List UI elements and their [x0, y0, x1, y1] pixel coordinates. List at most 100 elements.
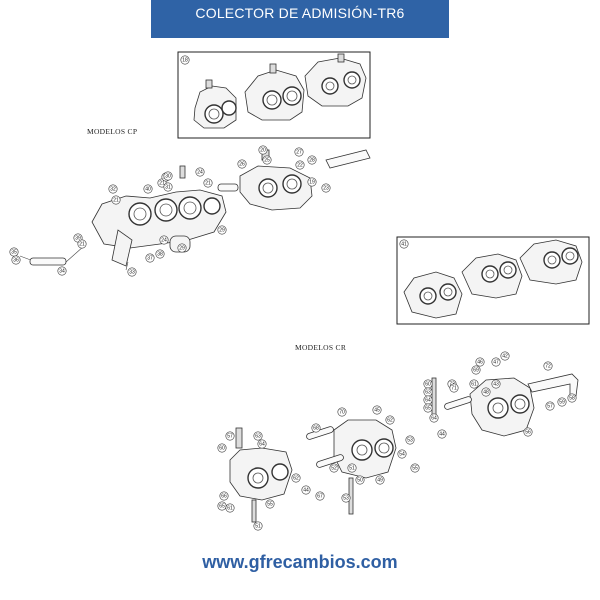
part-callout-67: 67 — [315, 491, 325, 501]
svg-text:44: 44 — [439, 431, 445, 437]
part-callout-53: 53 — [341, 493, 351, 503]
cr-models-label: MODELOS CR — [295, 343, 347, 352]
part-callout-61: 61 — [225, 503, 235, 513]
part-callout-31: 31 — [163, 182, 173, 192]
part-callout-24: 24 — [195, 167, 205, 177]
svg-text:63: 63 — [255, 433, 261, 439]
svg-text:38: 38 — [157, 251, 163, 257]
svg-text:32: 32 — [110, 186, 116, 192]
cp-exploded-assembly — [19, 149, 371, 271]
svg-text:61: 61 — [227, 505, 233, 511]
part-callout-40: 40 — [143, 184, 153, 194]
part-callout-72: 72 — [543, 361, 553, 371]
svg-text:28: 28 — [309, 157, 315, 163]
cp-manifold-box — [177, 51, 371, 139]
svg-text:59: 59 — [559, 399, 565, 405]
part-callout-63: 63 — [253, 431, 263, 441]
part-callout-28: 28 — [307, 155, 317, 165]
svg-text:53: 53 — [407, 437, 413, 443]
svg-text:57: 57 — [547, 403, 553, 409]
part-callout-64: 64 — [257, 439, 267, 449]
svg-text:71: 71 — [451, 385, 457, 391]
part-callout-42: 42 — [500, 351, 510, 361]
svg-text:39: 39 — [75, 235, 81, 241]
svg-text:61: 61 — [471, 381, 477, 387]
part-callout-20: 20 — [258, 145, 268, 155]
svg-text:19: 19 — [309, 179, 315, 185]
svg-text:21: 21 — [79, 241, 85, 247]
svg-text:58: 58 — [569, 395, 575, 401]
part-callout-25: 25 — [262, 155, 272, 165]
svg-text:50: 50 — [357, 477, 363, 483]
part-callout-62: 62 — [385, 415, 395, 425]
part-callout-24: 24 — [159, 235, 169, 245]
part-callout-56: 56 — [523, 427, 533, 437]
svg-text:45: 45 — [374, 407, 380, 413]
part-callout-27: 27 — [294, 147, 304, 157]
svg-text:53: 53 — [343, 495, 349, 501]
svg-text:69: 69 — [473, 367, 479, 373]
svg-text:56: 56 — [525, 429, 531, 435]
svg-text:30: 30 — [165, 173, 171, 179]
svg-text:36: 36 — [13, 257, 19, 263]
cr-manifold-box — [396, 236, 590, 325]
part-callout-55: 55 — [265, 499, 275, 509]
part-callout-47: 47 — [491, 357, 501, 367]
cp-models-label: MODELOS CP — [87, 127, 138, 136]
part-callout-23: 23 — [321, 183, 331, 193]
svg-text:21: 21 — [113, 197, 119, 203]
cp-box-manifold-3 — [304, 53, 367, 107]
part-callout-59: 59 — [557, 397, 567, 407]
part-callout-22: 22 — [295, 160, 305, 170]
part-callout-34: 34 — [57, 266, 67, 276]
part-callout-46: 46 — [475, 357, 485, 367]
svg-text:22: 22 — [297, 162, 303, 168]
part-callout-51: 51 — [347, 463, 357, 473]
svg-text:29: 29 — [179, 245, 185, 251]
svg-text:43: 43 — [493, 381, 499, 387]
svg-text:72: 72 — [545, 363, 551, 369]
part-callout-64: 64 — [423, 395, 433, 405]
svg-text:44: 44 — [303, 487, 309, 493]
part-callout-29: 29 — [217, 225, 227, 235]
svg-text:37: 37 — [147, 255, 153, 261]
svg-text:31: 31 — [165, 184, 171, 190]
part-callout-62: 62 — [291, 473, 301, 483]
svg-text:65: 65 — [219, 503, 225, 509]
part-callout-49: 49 — [375, 475, 385, 485]
part-callout-65: 65 — [217, 501, 227, 511]
svg-text:25: 25 — [264, 157, 270, 163]
svg-text:70: 70 — [339, 409, 345, 415]
website-url[interactable]: www.gfrecambios.com — [202, 552, 398, 572]
svg-text:24: 24 — [197, 169, 203, 175]
part-callout-69: 69 — [471, 365, 481, 375]
svg-text:54: 54 — [399, 451, 405, 457]
part-callout-60: 60 — [423, 379, 433, 389]
part-callout-66: 66 — [219, 491, 229, 501]
part-callout-58: 58 — [567, 393, 577, 403]
svg-text:21: 21 — [205, 180, 211, 186]
part-callout-32: 32 — [108, 184, 118, 194]
part-callout-33: 33 — [127, 267, 137, 277]
part-callout-68: 68 — [311, 423, 321, 433]
svg-text:60: 60 — [219, 445, 225, 451]
part-callout-30: 30 — [163, 171, 173, 181]
part-callout-60: 60 — [217, 443, 227, 453]
part-callout-57: 57 — [225, 431, 235, 441]
svg-text:52: 52 — [331, 465, 337, 471]
part-callout-44: 44 — [301, 485, 311, 495]
svg-text:63: 63 — [425, 389, 431, 395]
cp-box-manifold-2 — [244, 63, 305, 121]
part-callout-50: 50 — [355, 475, 365, 485]
part-callout-65: 65 — [423, 403, 433, 413]
part-callout-71: 71 — [449, 383, 459, 393]
part-callout-36: 36 — [11, 255, 21, 265]
part-callout-37: 37 — [145, 253, 155, 263]
svg-text:68: 68 — [313, 425, 319, 431]
part-callout-43: 43 — [491, 379, 501, 389]
part-callout-57: 57 — [545, 401, 555, 411]
svg-text:24: 24 — [161, 237, 167, 243]
cr-exploded-assembly — [229, 373, 579, 523]
part-callout-55: 55 — [410, 463, 420, 473]
svg-text:49: 49 — [377, 477, 383, 483]
